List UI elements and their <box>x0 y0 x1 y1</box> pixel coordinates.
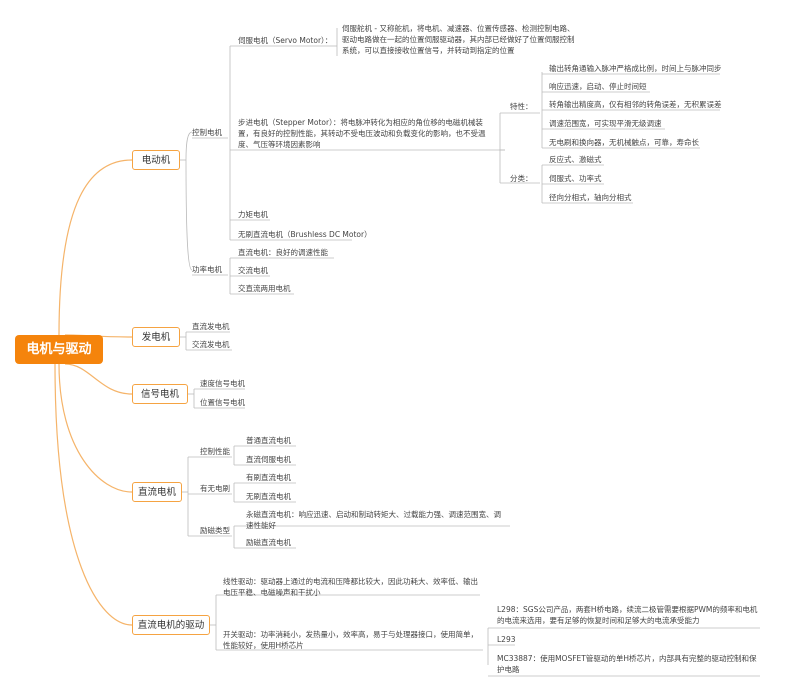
node-signal-motor[interactable]: 信号电机 <box>132 384 188 404</box>
stepper-type: 伺服式、功率式 <box>549 174 602 183</box>
node-dc-motor[interactable]: 直流电机 <box>132 482 182 502</box>
stepper-feature: 调速范围宽，可实现平滑无级调速 <box>549 119 662 128</box>
node-generator[interactable]: 发电机 <box>132 327 180 347</box>
dc-excitation-item: 永磁直流电机：响应迅速、启动和制动转矩大、过载能力强、调速范围宽、调速性能好 <box>246 510 501 530</box>
root-node[interactable]: 电机与驱动 <box>15 335 103 364</box>
stepper-feature: 响应迅速，启动、停止时间短 <box>549 82 647 91</box>
stepper-feature: 转角输出精度高，仅有相邻的转角误差，无积累误差 <box>549 100 722 109</box>
switch-drive[interactable]: 开关驱动：功率消耗小，发热量小，效率高，易于与处理器接口，使用简单，性能较好，使… <box>223 630 478 650</box>
signal-motor-item: 位置信号电机 <box>200 398 245 407</box>
signal-motor-item: 速度信号电机 <box>200 379 245 388</box>
dc-brush-item: 有刷直流电机 <box>246 473 291 482</box>
chip-l298: L298：SGS公司产品，两套H桥电路，续流二极管需要根据PWM的频率和电机的电… <box>497 605 758 625</box>
node-motor[interactable]: 电动机 <box>132 150 180 170</box>
dc-control-item: 普通直流电机 <box>246 436 291 445</box>
node-brush-type[interactable]: 有无电刷 <box>200 484 230 493</box>
node-torque-motor[interactable]: 力矩电机 <box>238 210 268 219</box>
node-excitation-type[interactable]: 励磁类型 <box>200 526 230 535</box>
power-motor-item: 交直流两用电机 <box>238 284 291 293</box>
generator-item: 直流发电机 <box>192 322 230 331</box>
node-bldc-motor[interactable]: 无刷直流电机（Brushless DC Motor） <box>238 230 372 239</box>
dc-excitation-item: 励磁直流电机 <box>246 538 291 547</box>
node-power-motor[interactable]: 功率电机 <box>192 265 222 274</box>
node-dc-driver[interactable]: 直流电机的驱动 <box>132 615 210 635</box>
power-motor-item: 直流电机：良好的调速性能 <box>238 248 328 257</box>
node-stepper-features[interactable]: 特性： <box>510 102 533 111</box>
servo-description: 伺服舵机 - 又称舵机，将电机、减速器、位置传感器、检测控制电路、驱动电路做在一… <box>342 24 575 55</box>
dc-brush-item: 无刷直流电机 <box>246 492 291 501</box>
linear-drive[interactable]: 线性驱动：驱动器上通过的电流和压降都比较大，因此功耗大、效率低、输出电压平稳、电… <box>223 577 478 597</box>
chip-l293: L293 <box>497 635 516 644</box>
stepper-type: 径向分相式，轴向分相式 <box>549 193 632 202</box>
stepper-type: 反应式、激磁式 <box>549 155 602 164</box>
node-servo-motor[interactable]: 伺服电机（Servo Motor）： <box>238 36 333 45</box>
power-motor-item: 交流电机 <box>238 266 268 275</box>
stepper-feature: 无电刷和换向器，无机械触点，可靠，寿命长 <box>549 138 699 147</box>
generator-item: 交流发电机 <box>192 340 230 349</box>
node-control-motor[interactable]: 控制电机 <box>192 128 222 137</box>
chip-mc33887: MC33887：使用MOSFET管驱动的单H桥芯片，内部具有完整的驱动控制和保护… <box>497 654 757 674</box>
node-stepper-types[interactable]: 分类： <box>510 174 533 183</box>
dc-control-item: 直流伺服电机 <box>246 455 291 464</box>
stepper-feature: 输出转角通输入脉冲严格成比例，时间上与脉冲同步 <box>549 64 722 73</box>
node-control-performance[interactable]: 控制性能 <box>200 447 230 456</box>
node-stepper-motor[interactable]: 步进电机（Stepper Motor）：将电脉冲转化为相应的角位移的电磁机械装置… <box>238 118 486 149</box>
